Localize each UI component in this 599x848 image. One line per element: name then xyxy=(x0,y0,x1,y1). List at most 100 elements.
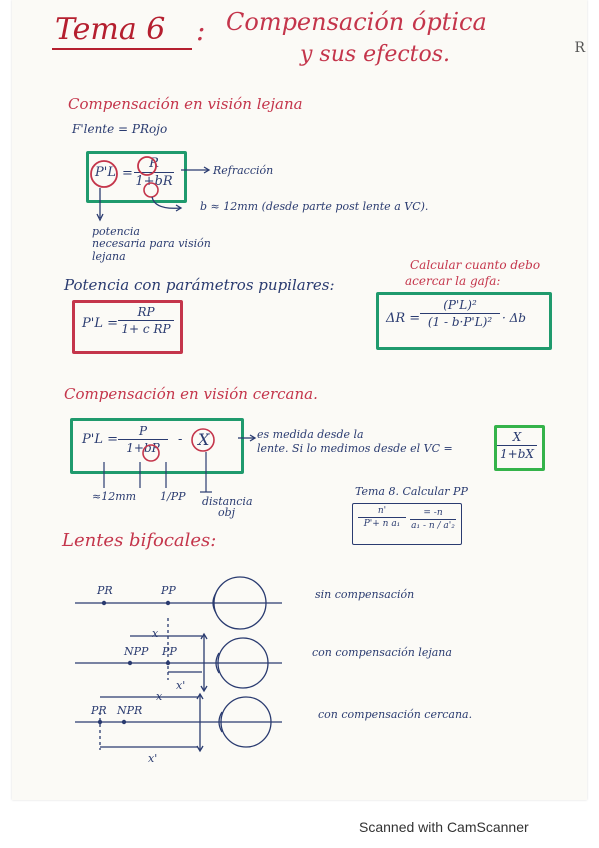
sec1-potencia-note-1: potencia xyxy=(92,225,140,238)
sec4-heading: Lentes bifocales: xyxy=(62,530,217,551)
sec2-right-den: (1 - b·P'L)² xyxy=(427,315,493,329)
row1-label-pp: PP xyxy=(161,584,176,597)
sec3-label-1pp: 1/PP xyxy=(160,490,186,503)
sec3-minus: - xyxy=(178,432,183,447)
sec3-num: P xyxy=(138,424,148,438)
row2-caption: con compensación lejana xyxy=(312,646,452,659)
title-underline xyxy=(52,48,192,50)
tema8-rhs-top: = -n xyxy=(423,508,443,518)
fraction-bar xyxy=(118,439,168,440)
title-colon: : xyxy=(196,14,206,47)
row3-label-pr: PR xyxy=(91,704,107,717)
circle-x xyxy=(191,428,215,452)
sec1-formula: F'lente = PRojo xyxy=(72,122,168,136)
sec1-potencia-note-3: lejana xyxy=(92,250,126,263)
sec2-left-lhs: P'L = xyxy=(82,316,118,331)
sec1-box-lhs: P'L xyxy=(95,165,116,180)
sec3-green-num: X xyxy=(512,430,522,444)
arrowhead xyxy=(249,434,257,442)
row3-point-pr xyxy=(97,719,103,725)
sec2-right-fraction: (P'L)² (1 - b·P'L)² xyxy=(420,298,500,329)
row2-label-npp: NPP xyxy=(124,645,149,658)
row1-caption: sin compensación xyxy=(315,588,415,601)
sec2-left-num: RP xyxy=(137,305,155,319)
row1-cornea xyxy=(212,592,217,614)
row2-eye xyxy=(217,637,269,689)
row3-eye xyxy=(220,696,272,748)
tema8-fraction-right: = -n a₁ - n / a'₂ xyxy=(410,508,456,531)
circle-b xyxy=(143,182,159,198)
sec2-right-tail: · Δb xyxy=(502,311,526,325)
sec2-calc-note-2: acercar la gafa: xyxy=(405,274,501,288)
row1-eye xyxy=(213,576,267,630)
row3-caption: con compensación cercana. xyxy=(318,708,473,721)
fraction-bar xyxy=(410,519,456,520)
arrow-b xyxy=(151,196,181,209)
fraction-bar xyxy=(118,320,174,321)
tema8-den-b: n xyxy=(382,519,389,529)
fraction-bar xyxy=(420,313,500,314)
row2-xprime: x' xyxy=(176,679,186,692)
arrowhead xyxy=(203,166,211,174)
circle-pl xyxy=(90,160,118,188)
circle-bp xyxy=(142,444,160,462)
arrowhead xyxy=(96,213,104,222)
sec3-label-12mm: ≈12mm xyxy=(92,490,137,503)
fraction-bar xyxy=(497,445,537,446)
row2-cornea xyxy=(215,652,220,674)
sec2-heading: Potencia con parámetros pupilares: xyxy=(64,276,335,294)
row2-point-npp xyxy=(127,660,133,666)
tema8-box xyxy=(352,503,462,545)
sec3-formula-box xyxy=(70,418,244,474)
bifocal-diagrams xyxy=(75,576,282,753)
sec2-right-lhs: ΔR = xyxy=(386,311,421,326)
sec2-calc-note-1: Calcular cuanto debo xyxy=(410,258,541,272)
scanner-footer: Scanned with CamScanner xyxy=(359,819,529,835)
sec1-heading: Compensación en visión lejana xyxy=(68,95,303,113)
row2-point-pp xyxy=(165,660,171,666)
sec3-note-2: lente. Si lo medimos desde el VC = xyxy=(257,442,453,455)
row1-point-pp xyxy=(165,600,171,606)
tema8-rhs-bot: a₁ - n / a'₂ xyxy=(411,521,455,531)
circle-r xyxy=(137,156,157,176)
sec1-potencia-note-2: necesaria para visión xyxy=(92,237,211,250)
title-tema: Tema 6 xyxy=(55,12,166,47)
notebook-page xyxy=(12,0,587,800)
sec1-refraccion-label: Refracción xyxy=(213,164,274,177)
sec3-box-lhs: P'L = xyxy=(82,432,118,447)
tema8-den-c: a₁ xyxy=(391,519,401,529)
sec1-numerator: R xyxy=(149,156,159,171)
row2-label-pp: PP xyxy=(162,645,177,658)
sec3-green-box xyxy=(494,425,545,471)
sec3-label-dist-2: obj xyxy=(218,506,236,519)
sec3-label-dist-1: distancia xyxy=(202,495,253,508)
tema8-fraction-left: n' P'+ n a₁ xyxy=(358,506,406,529)
margin-mark: R xyxy=(574,40,585,56)
bifocal-points xyxy=(97,600,171,725)
sec1-formula-box xyxy=(86,151,187,203)
sec1-box-eq: = xyxy=(122,166,133,181)
sec1-denominator: 1+bR xyxy=(135,174,173,189)
fraction-bar xyxy=(358,517,406,518)
sec2-right-box xyxy=(376,292,552,350)
arrowhead xyxy=(175,204,183,212)
tema8-den-a: P'+ xyxy=(363,519,380,529)
sec2-left-fraction: RP 1+ c RP xyxy=(118,305,174,336)
row1-point-pr xyxy=(101,600,107,606)
title-line1: Compensación óptica xyxy=(226,8,487,36)
row2-x: x xyxy=(152,627,159,640)
row3-point-npr xyxy=(121,719,127,725)
sec2-right-num: (P'L)² xyxy=(443,298,477,312)
sec3-green-den: 1+bX xyxy=(500,447,534,461)
sec3-heading: Compensación en visión cercana. xyxy=(64,385,318,403)
arrows-labels xyxy=(103,452,207,492)
sec3-x: X xyxy=(198,430,210,449)
title-line2: y sus efectos. xyxy=(300,42,451,67)
row3-cornea xyxy=(218,711,223,733)
row3-xprime: x' xyxy=(148,752,158,765)
row3-label-npr: NPR xyxy=(117,704,143,717)
row2-lens-arrows xyxy=(200,632,208,693)
tema8-label: Tema 8. Calcular PP xyxy=(355,485,468,498)
row1-label-pr: PR xyxy=(97,584,113,597)
